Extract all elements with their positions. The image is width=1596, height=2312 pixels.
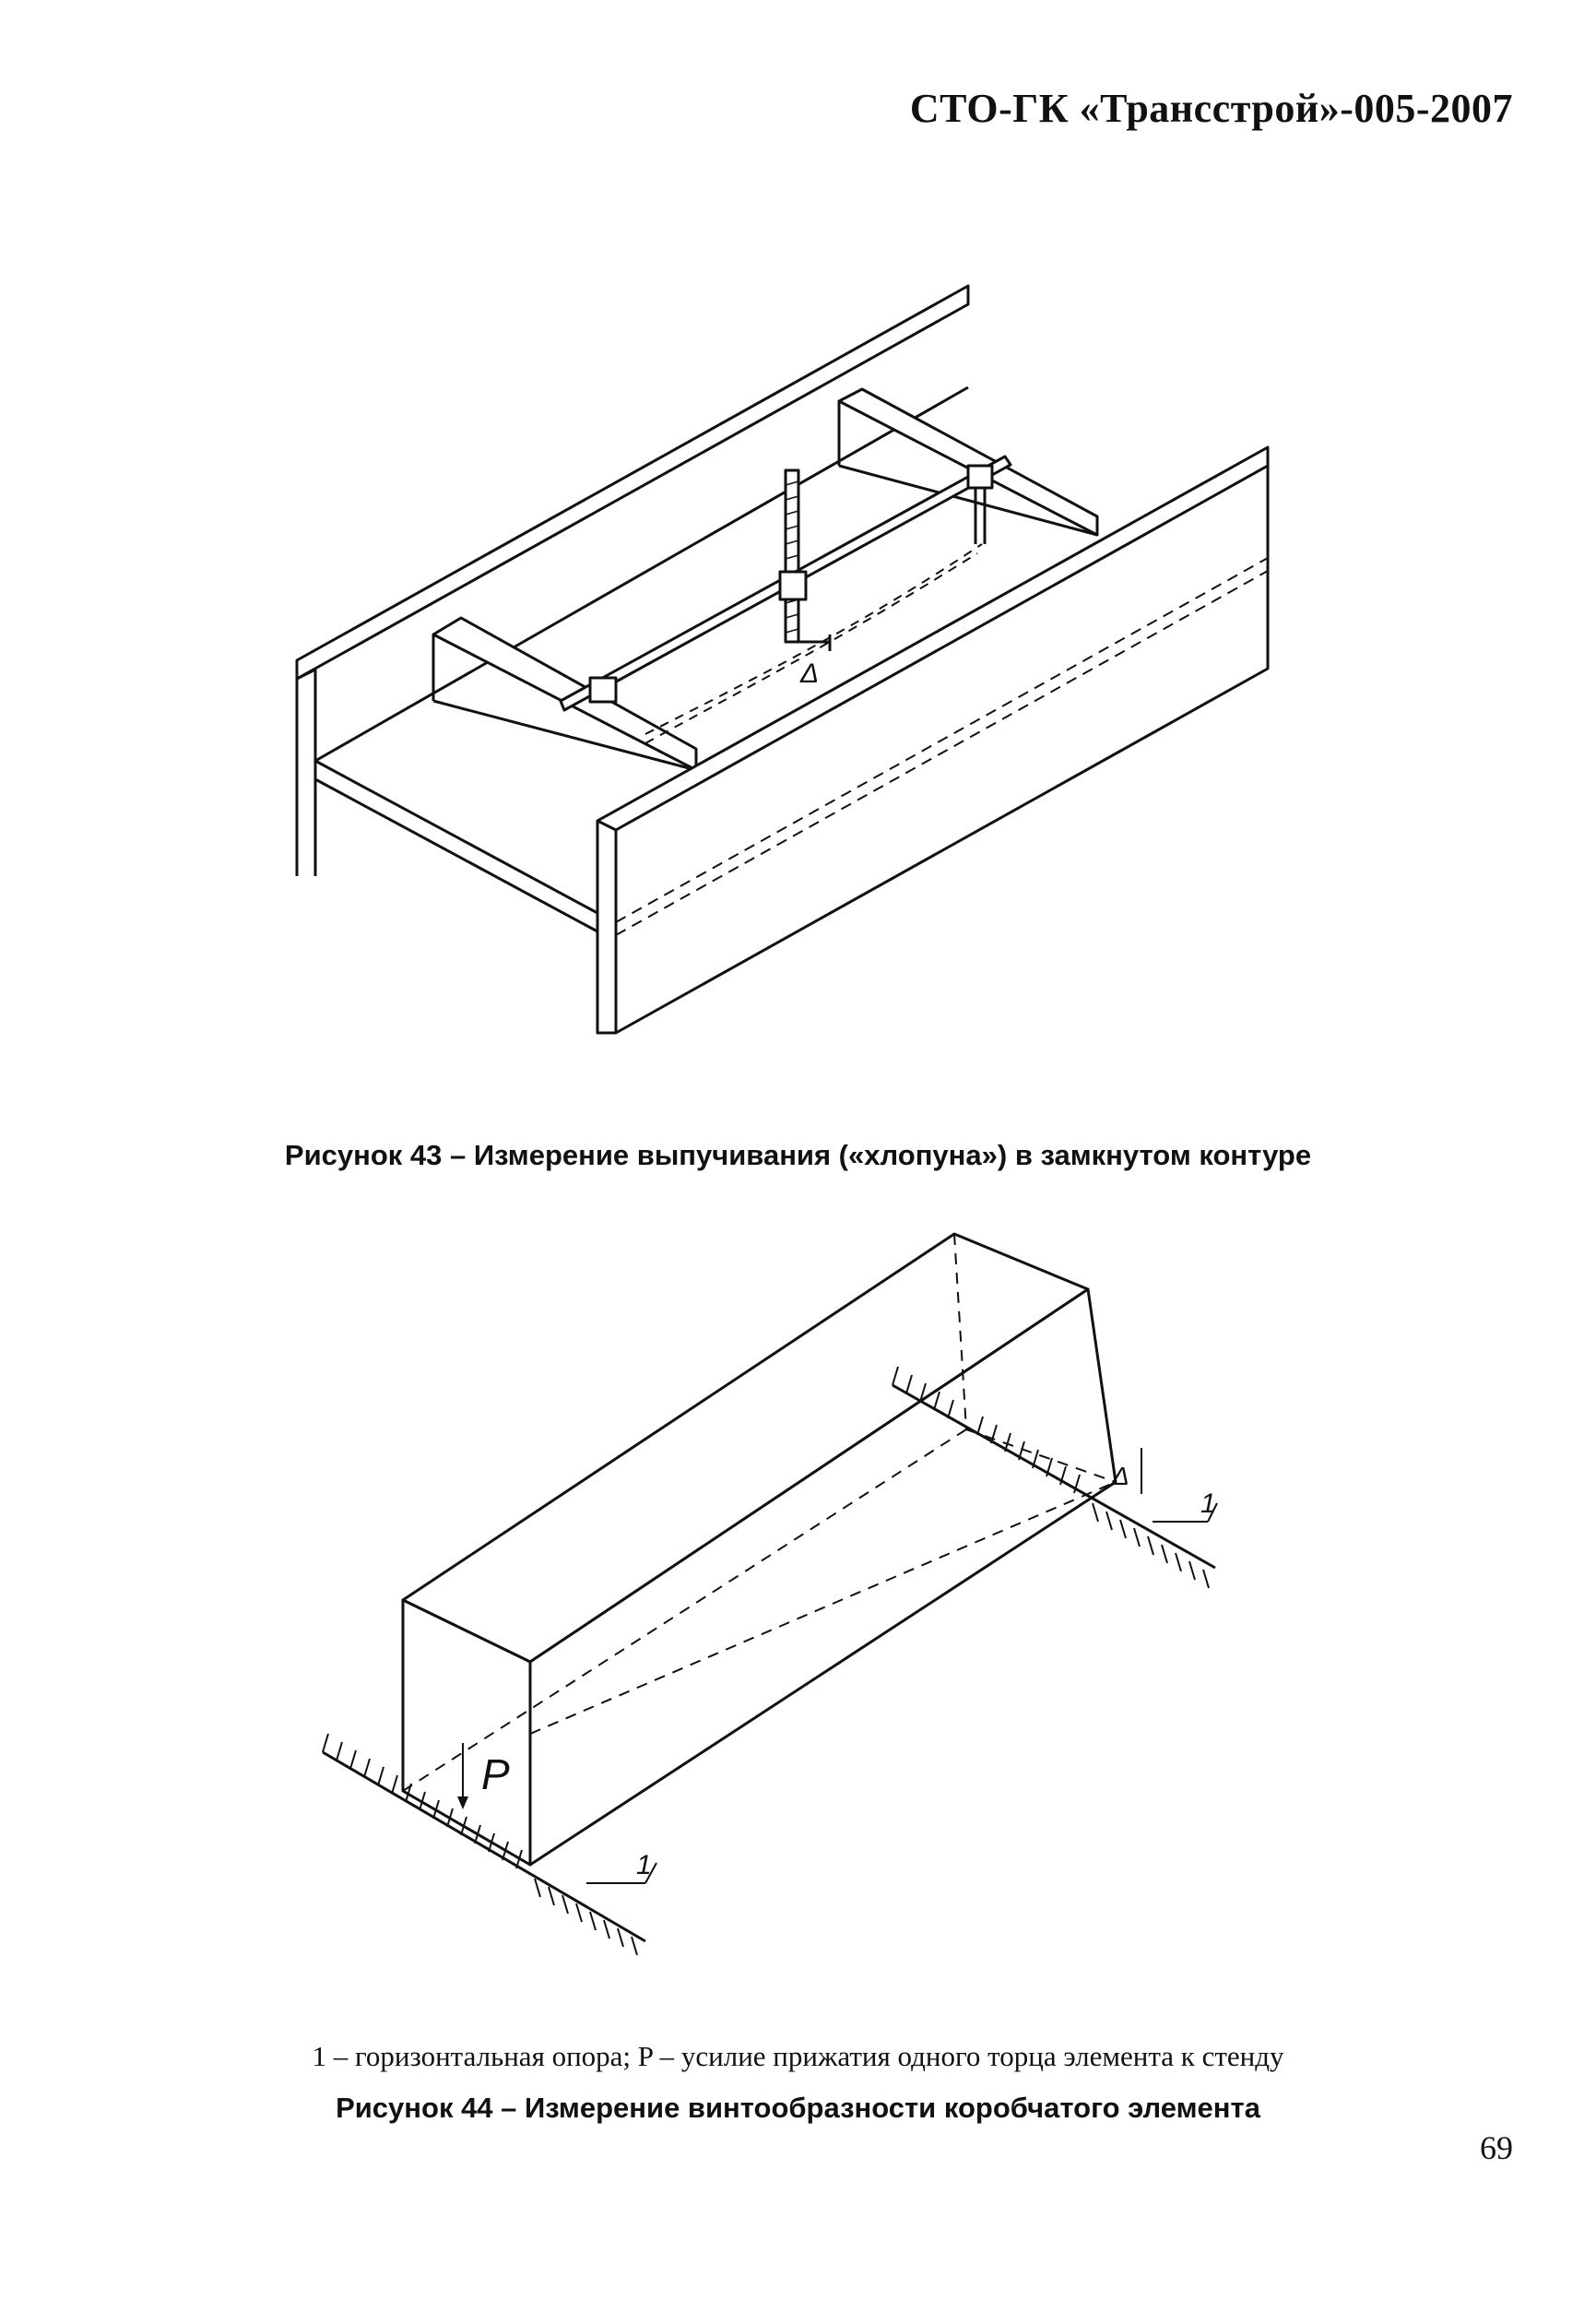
diaphragm-near bbox=[432, 616, 698, 772]
page-number: 69 bbox=[1480, 2129, 1513, 2166]
figure-43-box-girder-bulging: Δ bbox=[0, 267, 1596, 1061]
hidden-edges bbox=[402, 1233, 1117, 1792]
support-label-near: 1 bbox=[636, 1850, 652, 1880]
far-horizontal-support: 1 bbox=[892, 1366, 1218, 1589]
force-label: P bbox=[481, 1750, 510, 1798]
figure-43-drawing: Δ bbox=[295, 284, 1270, 1035]
box-element bbox=[401, 1232, 1117, 1867]
front-wall bbox=[596, 445, 1270, 1035]
figure-43-caption: Рисунок 43 – Измерение выпучивания («хло… bbox=[284, 1139, 1312, 1171]
bulge-dashed-line-2 bbox=[644, 543, 983, 735]
document-code-header: СТО-ГК «Трансстрой»-005-2007 bbox=[909, 86, 1513, 131]
bulge-dashed-line bbox=[644, 552, 978, 744]
back-wall bbox=[295, 284, 970, 876]
bottom-slab bbox=[314, 385, 969, 933]
near-horizontal-support: 1 bbox=[322, 1733, 657, 1956]
figure-44-caption: Рисунок 44 – Измерение винтообразности к… bbox=[336, 2092, 1260, 2124]
diaphragm-far bbox=[837, 387, 1099, 537]
delta-label-fig44: Δ bbox=[1111, 1462, 1129, 1490]
twist-measurement: Δ bbox=[1111, 1448, 1142, 1494]
figure-44-drawing: 1 1 bbox=[322, 1232, 1218, 1956]
force-arrow-p: P bbox=[457, 1743, 510, 1809]
measuring-ruler bbox=[778, 468, 832, 651]
support-label-far: 1 bbox=[1200, 1488, 1216, 1519]
figure-44-box-element-twist: 1 1 bbox=[0, 1217, 1596, 1992]
delta-label-fig43: Δ bbox=[799, 658, 819, 689]
figure-44-legend: 1 – горизонтальная опора; P – усилие при… bbox=[312, 2040, 1284, 2072]
